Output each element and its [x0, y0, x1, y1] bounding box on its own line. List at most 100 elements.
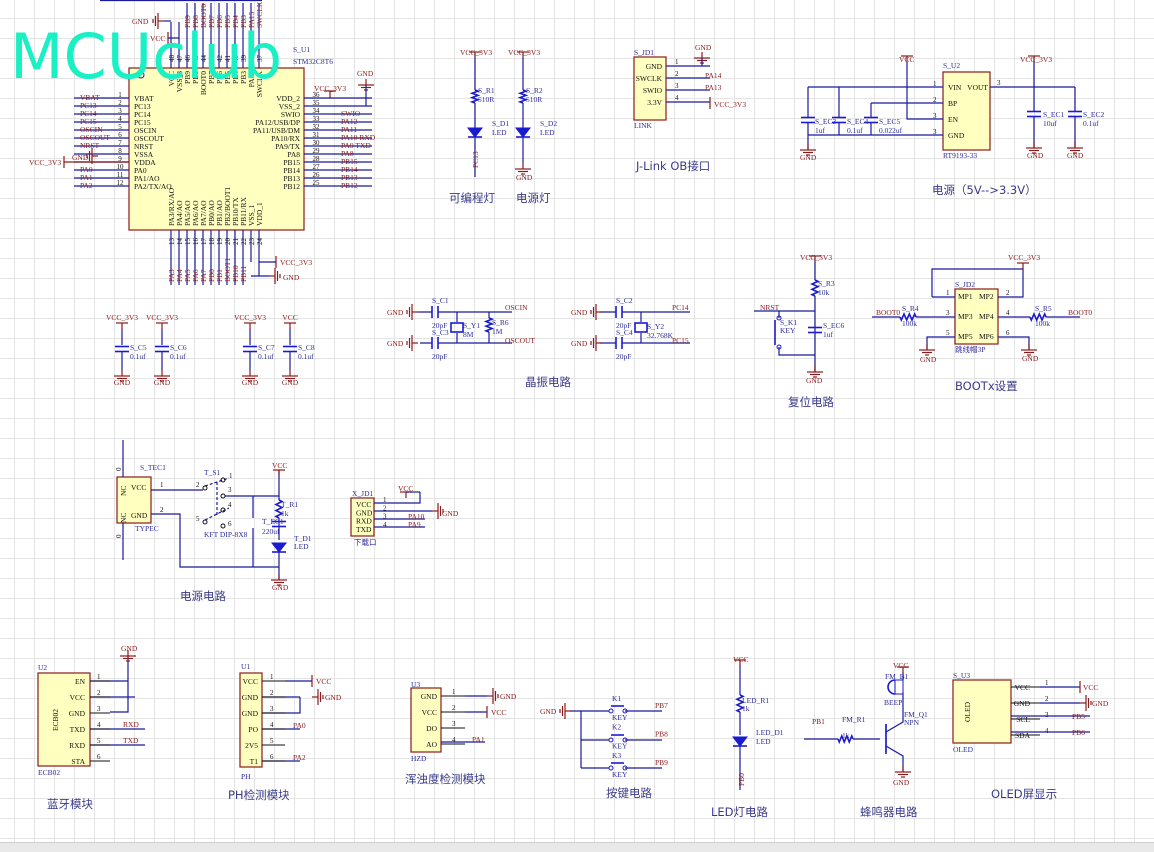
jlink-pin-name: 3.3V	[647, 98, 662, 107]
label-typec-nc1: NC	[119, 486, 128, 496]
oled-pin-name: VCC	[1015, 683, 1030, 692]
resistor-icon	[517, 89, 529, 104]
label-crystal-y1: S_Y1	[463, 321, 480, 330]
label-leds-vcc2: VCC_3V3	[508, 48, 540, 57]
mcu-pin-name: PA1/AO	[134, 174, 160, 183]
mcu-net-label: PC15	[80, 117, 97, 126]
mcu-pin-name: PA2/TX/AO	[134, 182, 172, 191]
label-typec-r: T_R1	[281, 500, 298, 509]
bluetooth-pin-name: STA	[71, 757, 85, 766]
label-buzzer-q: FM_Q1	[904, 710, 928, 719]
mcu-pin-number: 37	[256, 55, 264, 63]
label-led-circuit-title: LED灯电路	[711, 805, 769, 819]
label-typec-num1: 1	[160, 481, 164, 489]
mcu-pin-number: 33	[313, 115, 321, 123]
mcu-pin-name: SWIO	[281, 110, 301, 119]
regulator-pin-number: 3	[933, 112, 937, 120]
bluetooth-pin-name: GND	[69, 709, 86, 718]
switch-contact-icon	[202, 485, 208, 491]
mcu-pin-number: 40	[232, 55, 240, 63]
mcu-pin-number: 16	[192, 238, 200, 246]
mcu-pin-number: 34	[313, 107, 321, 115]
label-boot-ref: S_JD2	[955, 280, 975, 289]
label-oled-gnd: GND	[1092, 699, 1109, 708]
mcu-pin-number: 21	[232, 238, 240, 246]
label-crystal-c2: S_C2	[616, 296, 633, 305]
mcu-pin-name: OSCOUT	[134, 134, 164, 143]
label-typec-gnd: GND	[272, 583, 289, 592]
ph-pin-name: VCC	[243, 677, 258, 686]
led-icon	[466, 127, 484, 138]
label-crystal-y2-val: 32.768K	[647, 331, 674, 340]
mcu-net-label: PB0	[207, 269, 216, 282]
turbidity-pin-name: DO	[426, 724, 437, 733]
mcu-pin-name: PC15	[134, 118, 151, 127]
mcu-pin-name: PA11/USB/DM	[253, 126, 300, 135]
jlink-pin-number: 3	[675, 82, 679, 90]
key-ref: K1	[612, 694, 621, 703]
boot-pin-name: MP3	[958, 312, 973, 321]
ph-module-body	[239, 672, 263, 768]
pc13-net-label: PC13	[471, 151, 480, 168]
label-led-circuit-net: PB0	[737, 773, 746, 786]
label-led-circuit-d: LED_D1	[756, 728, 784, 737]
capacitor-value: 10uf	[1043, 119, 1057, 128]
led-wires	[474, 58, 524, 177]
label-oled-body: OLED	[963, 701, 972, 722]
label-led-circuit-d-val: LED	[756, 737, 771, 746]
mcu-net-label: PB10	[231, 265, 240, 282]
mcu-net-label: PB11	[239, 265, 248, 282]
regulator-pin-name: BP	[948, 99, 957, 108]
mcu-pin-name: PA0	[134, 166, 147, 175]
bluetooth-pin-name: RXD	[69, 741, 85, 750]
label-bluetooth-rxd: RXD	[123, 720, 139, 729]
turbidity-pin-name: VCC	[422, 708, 437, 717]
label-buzzer-b-val: BEEP	[884, 698, 902, 707]
switch-contact-icon	[202, 519, 208, 525]
bluetooth-pin-number: 4	[97, 721, 101, 729]
mcu-net-label: PB9	[183, 15, 192, 28]
mcu-net-label: SWIO	[341, 109, 361, 118]
label-typec-cap-val: 220uf	[262, 527, 280, 536]
bluetooth-pin-number: 1	[97, 673, 101, 681]
jlink-pin-number: 1	[675, 58, 679, 66]
bluetooth-pin-number: 2	[97, 689, 101, 697]
label-regulator-vout-name: VOUT	[967, 83, 988, 92]
label-reset-key-val: KEY	[780, 326, 796, 335]
label-crystal-pc15: PC15	[672, 336, 689, 345]
mcu-pin-name: VSSA	[134, 150, 154, 159]
switch-pin-number: 2	[196, 481, 200, 489]
mcu-pin-name: BOOT0	[199, 71, 208, 95]
label-crystal-title: 晶振电路	[525, 375, 571, 389]
key-ref: K3	[612, 751, 621, 760]
mcu-pin-number: 31	[313, 131, 321, 139]
capacitor-ref: S_EC1	[1043, 110, 1065, 119]
label-turbidity-title: 浑浊度检测模块	[405, 772, 486, 786]
label-typec-pin-vcc: VCC	[131, 483, 146, 492]
mcu-pin-name: VCC	[167, 71, 176, 86]
decoupling-gnd: GND	[282, 378, 299, 387]
mcu-net-label: PA0	[80, 165, 93, 174]
label-reset-gnd: GND	[806, 376, 823, 385]
key-ref: K2	[612, 723, 621, 732]
label-download-pins-0-net: VCC	[398, 484, 413, 493]
mcu-pin-name: PB10/TX	[231, 197, 240, 226]
gnd-label: GND	[283, 273, 300, 282]
mcu-net-label: SWCLK	[255, 1, 264, 28]
label-keys-gnd: GND	[540, 707, 557, 716]
regulator-wires	[807, 62, 1076, 150]
switch-pin-number: 3	[228, 486, 232, 494]
crystal-icon	[450, 322, 464, 333]
label-oled-vcc: VCC	[1083, 683, 1098, 692]
gnd-label: GND	[357, 69, 374, 78]
mcu-net-label: PB5	[223, 15, 232, 28]
oled-pin-number: 2	[1045, 695, 1049, 703]
regulator-body	[942, 71, 991, 151]
mcu-pin-number: 46	[184, 55, 192, 63]
mcu-pin-name: PA8	[287, 150, 300, 159]
mcu-net-label: PB8	[191, 15, 200, 28]
typec-switch-dashes	[204, 477, 230, 521]
ph-pin-name: T1	[250, 757, 259, 766]
mcu-pin-number: 6	[118, 131, 122, 139]
capacitor-ref: S_EC4	[847, 117, 869, 126]
